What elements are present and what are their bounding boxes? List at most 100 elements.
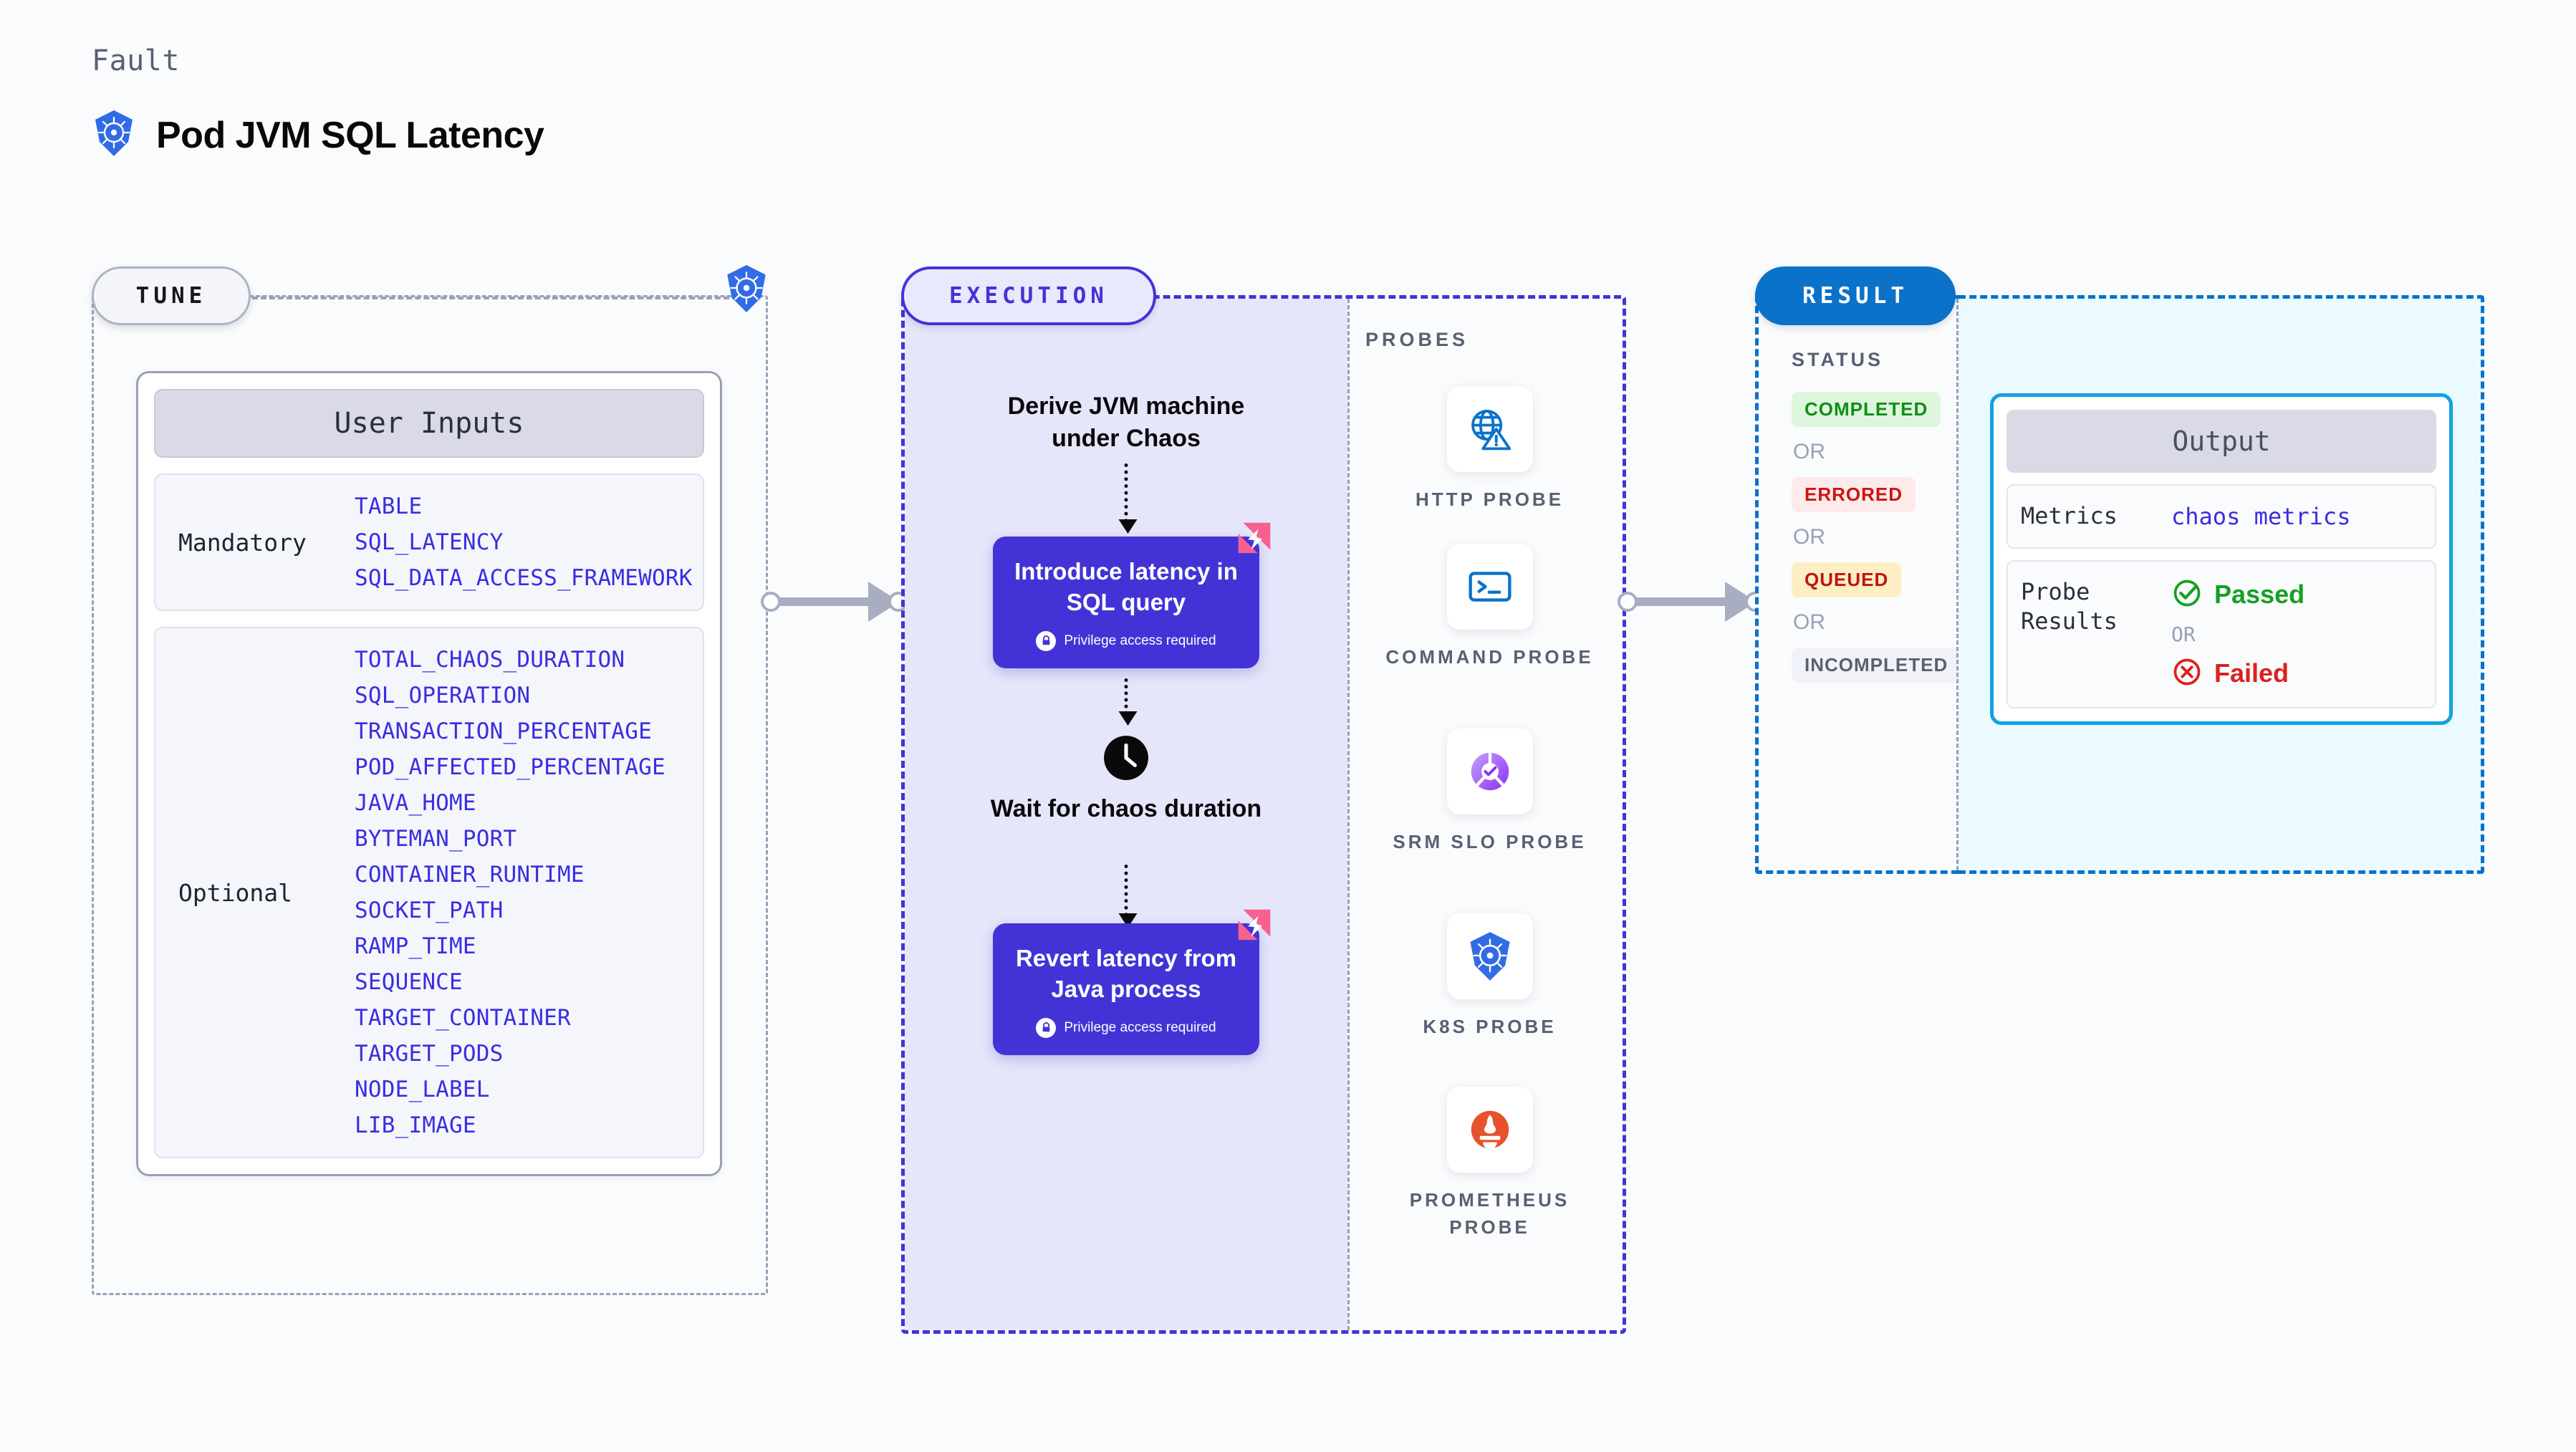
lock-icon — [1036, 630, 1057, 651]
terminal-icon — [1446, 544, 1533, 630]
flow-arrow — [1118, 865, 1138, 928]
result-status-column: STATUS COMPLETED OR ERRORED OR QUEUED OR… — [1755, 295, 1961, 874]
status-label: STATUS — [1792, 349, 1883, 370]
param-item[interactable]: TOTAL_CHAOS_DURATION — [355, 647, 625, 673]
mandatory-param-group: Mandatory TABLE SQL_LATENCY SQL_DATA_ACC… — [154, 473, 704, 611]
param-item[interactable]: BYTEMAN_PORT — [355, 826, 517, 852]
probe-label: SRM SLO PROBE — [1393, 831, 1587, 852]
probe-label: PROMETHEUS PROBE — [1409, 1189, 1570, 1238]
status-badge-stack: COMPLETED OR ERRORED OR QUEUED OR INCOMP… — [1792, 392, 1961, 683]
result-output-region: Output Metrics chaos metrics Probe Resul… — [1959, 295, 2484, 874]
param-item[interactable]: SEQUENCE — [355, 969, 463, 995]
metrics-key: Metrics — [2021, 502, 2118, 529]
tune-section-region — [92, 295, 768, 1295]
output-probe-results-row: Probe Results Passed OR — [2007, 559, 2436, 708]
status-badge: COMPLETED — [1792, 392, 1941, 427]
probe-label: K8S PROBE — [1423, 1016, 1557, 1037]
kubernetes-icon — [1446, 913, 1533, 999]
probe-label: COMMAND PROBE — [1385, 646, 1594, 668]
check-circle-icon — [2171, 577, 2203, 612]
output-header: Output — [2007, 410, 2436, 473]
probe-command[interactable]: COMMAND PROBE — [1375, 544, 1605, 671]
probe-result-passed: Passed — [2171, 577, 2305, 612]
probe-prometheus[interactable]: PROMETHEUS PROBE — [1375, 1087, 1605, 1241]
flow-arrow — [1118, 678, 1138, 726]
privilege-text: Privilege access required — [1064, 633, 1216, 648]
optional-label: Optional — [178, 878, 292, 907]
param-item[interactable]: POD_AFFECTED_PERCENTAGE — [355, 754, 665, 780]
prometheus-icon — [1446, 1087, 1533, 1173]
mandatory-label: Mandatory — [178, 528, 307, 557]
user-inputs-header: User Inputs — [154, 389, 704, 458]
execution-to-result-arrow — [1618, 579, 1765, 625]
tune-to-execution-arrow — [761, 579, 908, 625]
probe-k8s[interactable]: K8S PROBE — [1375, 913, 1605, 1041]
fault-title-row: Pod JVM SQL Latency — [92, 109, 544, 161]
output-card: Output Metrics chaos metrics Probe Resul… — [1990, 393, 2453, 725]
page-title: Pod JVM SQL Latency — [156, 114, 544, 156]
optional-param-list: TOTAL_CHAOS_DURATION SQL_OPERATION TRANS… — [355, 647, 696, 1138]
execution-step-introduce-latency[interactable]: Introduce latency in SQL query Privilege… — [993, 522, 1271, 668]
litmus-chaos-icon — [1234, 905, 1275, 950]
param-item[interactable]: JAVA_HOME — [355, 790, 476, 816]
param-item[interactable]: NODE_LABEL — [355, 1077, 490, 1102]
status-badge: ERRORED — [1792, 477, 1916, 512]
failed-text: Failed — [2214, 658, 2289, 688]
litmus-chaos-icon — [1234, 518, 1275, 563]
execution-section-pill[interactable]: EXECUTION — [901, 266, 1156, 325]
flow-arrow — [1118, 463, 1138, 534]
mandatory-param-list: TABLE SQL_LATENCY SQL_DATA_ACCESS_FRAMEW… — [355, 494, 696, 591]
page-header: Fault Pod JVM SQL Latency — [92, 44, 544, 161]
output-metrics-row: Metrics chaos metrics — [2007, 484, 2436, 549]
execution-step-wait: Wait for chaos duration — [990, 795, 1262, 822]
status-or: OR — [1793, 525, 1825, 549]
action-title: Introduce latency in SQL query — [1014, 558, 1238, 615]
srm-slo-icon — [1446, 729, 1533, 814]
status-badge: QUEUED — [1792, 562, 1902, 597]
globe-warning-icon — [1446, 386, 1533, 472]
probe-results-key: Probe Results — [2021, 577, 2118, 635]
param-item[interactable]: TARGET_PODS — [355, 1041, 504, 1067]
user-inputs-card: User Inputs Mandatory TABLE SQL_LATENCY … — [136, 371, 722, 1176]
param-item[interactable]: SQL_LATENCY — [355, 529, 504, 555]
param-item[interactable]: SQL_OPERATION — [355, 683, 531, 708]
execution-section-region: PROBES HTTP PROBE — [901, 295, 1626, 1334]
probe-srm-slo[interactable]: SRM SLO PROBE — [1375, 729, 1605, 856]
param-item[interactable]: TARGET_CONTAINER — [355, 1005, 571, 1031]
status-or: OR — [1793, 440, 1825, 463]
probe-result-failed: Failed — [2171, 656, 2305, 691]
param-item[interactable]: TABLE — [355, 494, 423, 519]
lock-icon — [1036, 1017, 1057, 1038]
optional-param-group: Optional TOTAL_CHAOS_DURATION SQL_OPERAT… — [154, 627, 704, 1158]
param-item[interactable]: LIB_IMAGE — [355, 1112, 476, 1138]
kubernetes-icon — [724, 264, 769, 317]
fault-eyebrow-label: Fault — [92, 44, 180, 77]
clock-icon — [1102, 734, 1150, 782]
probe-label: HTTP PROBE — [1415, 489, 1565, 510]
passed-text: Passed — [2214, 580, 2305, 610]
status-or: OR — [1793, 610, 1825, 634]
action-title: Revert latency from Java process — [1015, 945, 1237, 1002]
kubernetes-icon — [92, 109, 136, 161]
probes-label: PROBES — [1365, 329, 1469, 350]
x-circle-icon — [2171, 656, 2203, 691]
tune-section-pill[interactable]: TUNE — [92, 266, 251, 325]
execution-step-revert-latency[interactable]: Revert latency from Java process Privile… — [993, 909, 1271, 1055]
param-item[interactable]: TRANSACTION_PERCENTAGE — [355, 718, 652, 744]
probe-result-or: OR — [2171, 622, 2196, 646]
privilege-note: Privilege access required — [1007, 630, 1245, 651]
privilege-note: Privilege access required — [1007, 1017, 1245, 1038]
param-item[interactable]: RAMP_TIME — [355, 933, 476, 959]
param-item[interactable]: SQL_DATA_ACCESS_FRAMEWORK — [355, 565, 693, 591]
probes-panel: PROBES HTTP PROBE — [1347, 299, 1630, 1330]
probe-http[interactable]: HTTP PROBE — [1375, 386, 1605, 514]
probe-results-values: Passed OR Failed — [2171, 577, 2305, 691]
param-item[interactable]: SOCKET_PATH — [355, 898, 504, 923]
param-item[interactable]: CONTAINER_RUNTIME — [355, 862, 585, 888]
metrics-value[interactable]: chaos metrics — [2171, 502, 2351, 530]
tune-connector-line — [252, 297, 738, 299]
status-badge: INCOMPLETED — [1792, 648, 1961, 683]
execution-step-derive: Derive JVM machine under Chaos — [1007, 393, 1245, 452]
privilege-text: Privilege access required — [1064, 1019, 1216, 1035]
result-section-pill[interactable]: RESULT — [1755, 266, 1956, 325]
